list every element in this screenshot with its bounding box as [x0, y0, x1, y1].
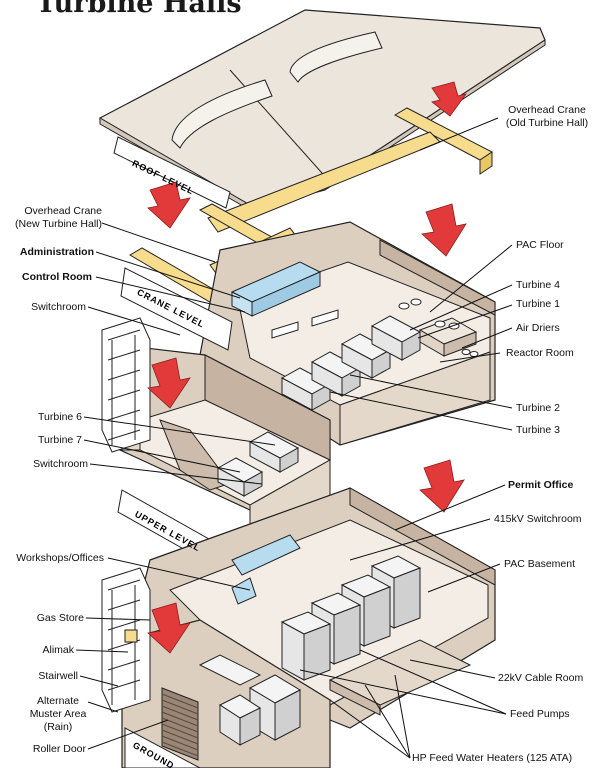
label-pac-floor: PAC Floor [516, 239, 564, 251]
label-administration: Administration [19, 246, 94, 258]
label-turbine-1: Turbine 1 [516, 298, 560, 310]
label-turbine-6: Turbine 6 [38, 411, 82, 423]
label-air-driers: Air Driers [516, 322, 560, 334]
label-turbine-4: Turbine 4 [516, 279, 560, 291]
label-switchroom-crane: Switchroom [31, 301, 86, 313]
stair-tower-upper [101, 317, 151, 453]
leader-lines [75, 117, 513, 759]
down-arrow-icon [147, 81, 467, 654]
label-pac-basement: PAC Basement [504, 558, 576, 570]
label-22kv-cable-room: 22kV Cable Room [498, 672, 584, 684]
label-alimak: Alimak [42, 644, 74, 656]
ground-front-block [121, 619, 331, 768]
label-feed-pumps: Feed Pumps [510, 708, 570, 720]
label-turbine-2: Turbine 2 [516, 402, 560, 414]
turbines-old-hall [280, 298, 479, 411]
label-turbine-3: Turbine 3 [516, 424, 560, 436]
ground-level-tag [124, 727, 201, 768]
roof-level-tag [113, 136, 231, 209]
label-alternate-muster-area: Alternate Muster Area (Rain) [29, 695, 87, 733]
label-415kv-switchroom: 415kV Switchroom [494, 513, 582, 525]
label-gas-store: Gas Store [36, 612, 84, 624]
stair-tower-ground [101, 567, 151, 713]
label-roller-door: Roller Door [32, 743, 86, 755]
admin-control-block [230, 261, 322, 317]
label-overhead-crane-old: Overhead Crane (Old Turbine Hall) [505, 104, 589, 129]
roof-panel [99, 9, 546, 211]
page-title: Turbine Halls [36, 0, 242, 19]
label-stairwell: Stairwell [38, 670, 78, 682]
label-hp-feed-water-heaters: HP Feed Water Heaters (125 ATA) [412, 752, 573, 764]
crane-level-tag [120, 267, 233, 351]
label-permit-office: Permit Office [508, 479, 574, 491]
label-turbine-7: Turbine 7 [38, 434, 82, 446]
label-overhead-crane-new: Overhead Crane (New Turbine Hall) [15, 205, 102, 230]
label-control-room: Control Room [22, 271, 92, 283]
label-workshops-offices: Workshops/Offices [16, 552, 104, 564]
label-reactor-room: Reactor Room [506, 347, 574, 359]
label-switchroom-upper: Switchroom [33, 458, 88, 470]
